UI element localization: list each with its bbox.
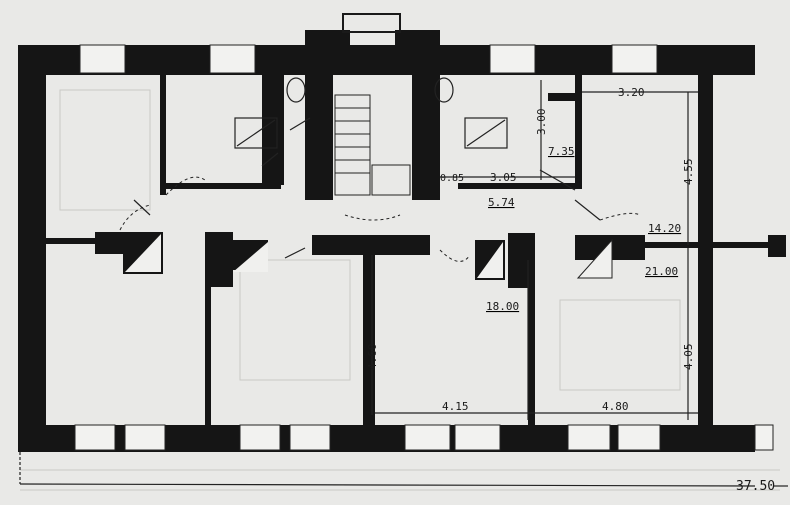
area-room-upper-right: 14.20 (648, 222, 681, 235)
area-kitchen: 7.35 (548, 145, 575, 158)
dimension-lines (19, 80, 788, 487)
door-swings (119, 176, 641, 262)
diagonal-flues (125, 234, 613, 279)
dim-right-upper-depth: 4.55 (682, 159, 695, 186)
sanitary-fixtures (133, 77, 601, 259)
area-room-lower-middle: 18.00 (486, 300, 519, 313)
dim-right-room-width: 4.80 (602, 400, 629, 413)
stairwell (305, 13, 440, 200)
dim-left-lower-depth: 4.60 (366, 344, 379, 371)
dim-right-lower-depth: 4.05 (682, 344, 695, 371)
dim-door-gap: 0.85 (440, 173, 464, 184)
dim-kitchen-depth: 3.00 (535, 109, 548, 136)
dim-middle-room-width: 4.15 (442, 400, 469, 413)
background-ghost-lines (20, 89, 780, 491)
dimension-labels: 3.20 4.55 3.00 0.85 3.05 4.60 4.05 4.15 … (366, 86, 775, 494)
dim-hall-width: 3.05 (490, 171, 517, 184)
area-room-lower-right: 21.00 (645, 265, 678, 278)
dim-top-right-width: 3.20 (618, 86, 645, 99)
windows (74, 44, 774, 451)
area-hall: 5.74 (488, 196, 515, 209)
area-labels: 7.35 5.74 14.20 21.00 18.00 (486, 145, 681, 313)
dim-total-length: 37.50 (736, 479, 775, 494)
